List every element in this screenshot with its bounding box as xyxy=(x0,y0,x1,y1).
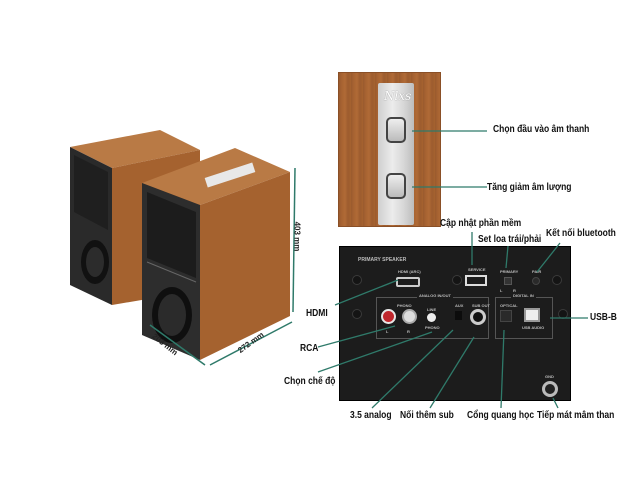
screw xyxy=(352,309,362,319)
phono-label: PHONO xyxy=(397,303,412,308)
usb-audio-label: USB AUDIO xyxy=(522,325,545,330)
aux-port[interactable] xyxy=(455,311,462,320)
speakers-svg xyxy=(70,130,296,366)
callout-mode: Chọn chế độ xyxy=(284,376,336,387)
back-panel: PRIMARY SPEAKER HDMI (ARC) SERVICE PRIMA… xyxy=(339,246,571,401)
aux-label: AUX xyxy=(455,303,464,308)
primary-switch[interactable] xyxy=(504,277,512,285)
callout-rca: RCA xyxy=(300,343,319,354)
callout-hdmi: HDMI xyxy=(306,308,328,319)
analog-group: ANALOG IN/OUT PHONO L R LINE PHONO AUX S… xyxy=(376,293,490,339)
sub-out-port[interactable] xyxy=(470,309,486,325)
callout-optical: Cổng quang học xyxy=(467,410,535,421)
callout-sub: Nối thêm sub xyxy=(400,410,454,421)
service-usb-port[interactable] xyxy=(465,275,487,286)
gnd-label: GND xyxy=(545,374,554,379)
screw xyxy=(452,275,462,285)
control-strip: Nlxs xyxy=(378,83,414,225)
hdmi-port[interactable] xyxy=(396,277,420,287)
analog-group-label: ANALOG IN/OUT xyxy=(417,293,453,298)
pair-button[interactable] xyxy=(532,277,540,285)
digital-group-label: DIGITAL IN xyxy=(511,293,536,298)
optical-port[interactable] xyxy=(500,310,512,322)
brand-logo: Nlxs xyxy=(384,89,412,103)
gnd-terminal[interactable] xyxy=(542,381,558,397)
callout-aux: 3.5 analog xyxy=(350,410,392,421)
rca-left-port[interactable] xyxy=(381,309,396,324)
callout-primary: Set loa trái/phải xyxy=(478,234,542,245)
usb-b-port[interactable] xyxy=(524,308,540,322)
callout-gnd: Tiếp mát mâm than xyxy=(537,410,615,421)
screw xyxy=(552,275,562,285)
input-select-button[interactable] xyxy=(386,117,406,143)
mode-switch[interactable] xyxy=(427,313,436,322)
rca-r-label: R xyxy=(407,329,410,334)
hdmi-label: HDMI (ARC) xyxy=(398,269,421,274)
screw xyxy=(352,275,362,285)
primary-label: PRIMARY xyxy=(500,269,519,274)
phono-switch-label: PHONO xyxy=(425,325,440,330)
optical-label: OPTICAL xyxy=(500,303,518,308)
back-panel-title: PRIMARY SPEAKER xyxy=(358,257,407,263)
screw xyxy=(558,309,568,319)
primary-l-label: L xyxy=(500,288,503,293)
callout-service: Cập nhật phần mềm xyxy=(440,218,522,229)
pair-label: PAIR xyxy=(532,269,542,274)
callout-pair: Kết nối bluetooth xyxy=(546,228,616,239)
volume-button[interactable] xyxy=(386,173,406,199)
primary-r-label: R xyxy=(513,288,516,293)
speaker-pair-illustration xyxy=(0,0,300,482)
rca-l-label: L xyxy=(386,329,389,334)
callout-usb-b: USB-B xyxy=(590,312,617,323)
digital-group: DIGITAL IN OPTICAL USB AUDIO xyxy=(495,293,553,339)
callout-volume: Tăng giảm âm lượng xyxy=(487,182,572,193)
sub-out-label: SUB OUT xyxy=(472,303,490,308)
dimension-height: 403 mm xyxy=(292,221,302,252)
callout-input-select: Chọn đầu vào âm thanh xyxy=(493,124,590,135)
service-label: SERVICE xyxy=(468,267,486,272)
rca-right-port[interactable] xyxy=(402,309,417,324)
line-label: LINE xyxy=(427,307,437,312)
